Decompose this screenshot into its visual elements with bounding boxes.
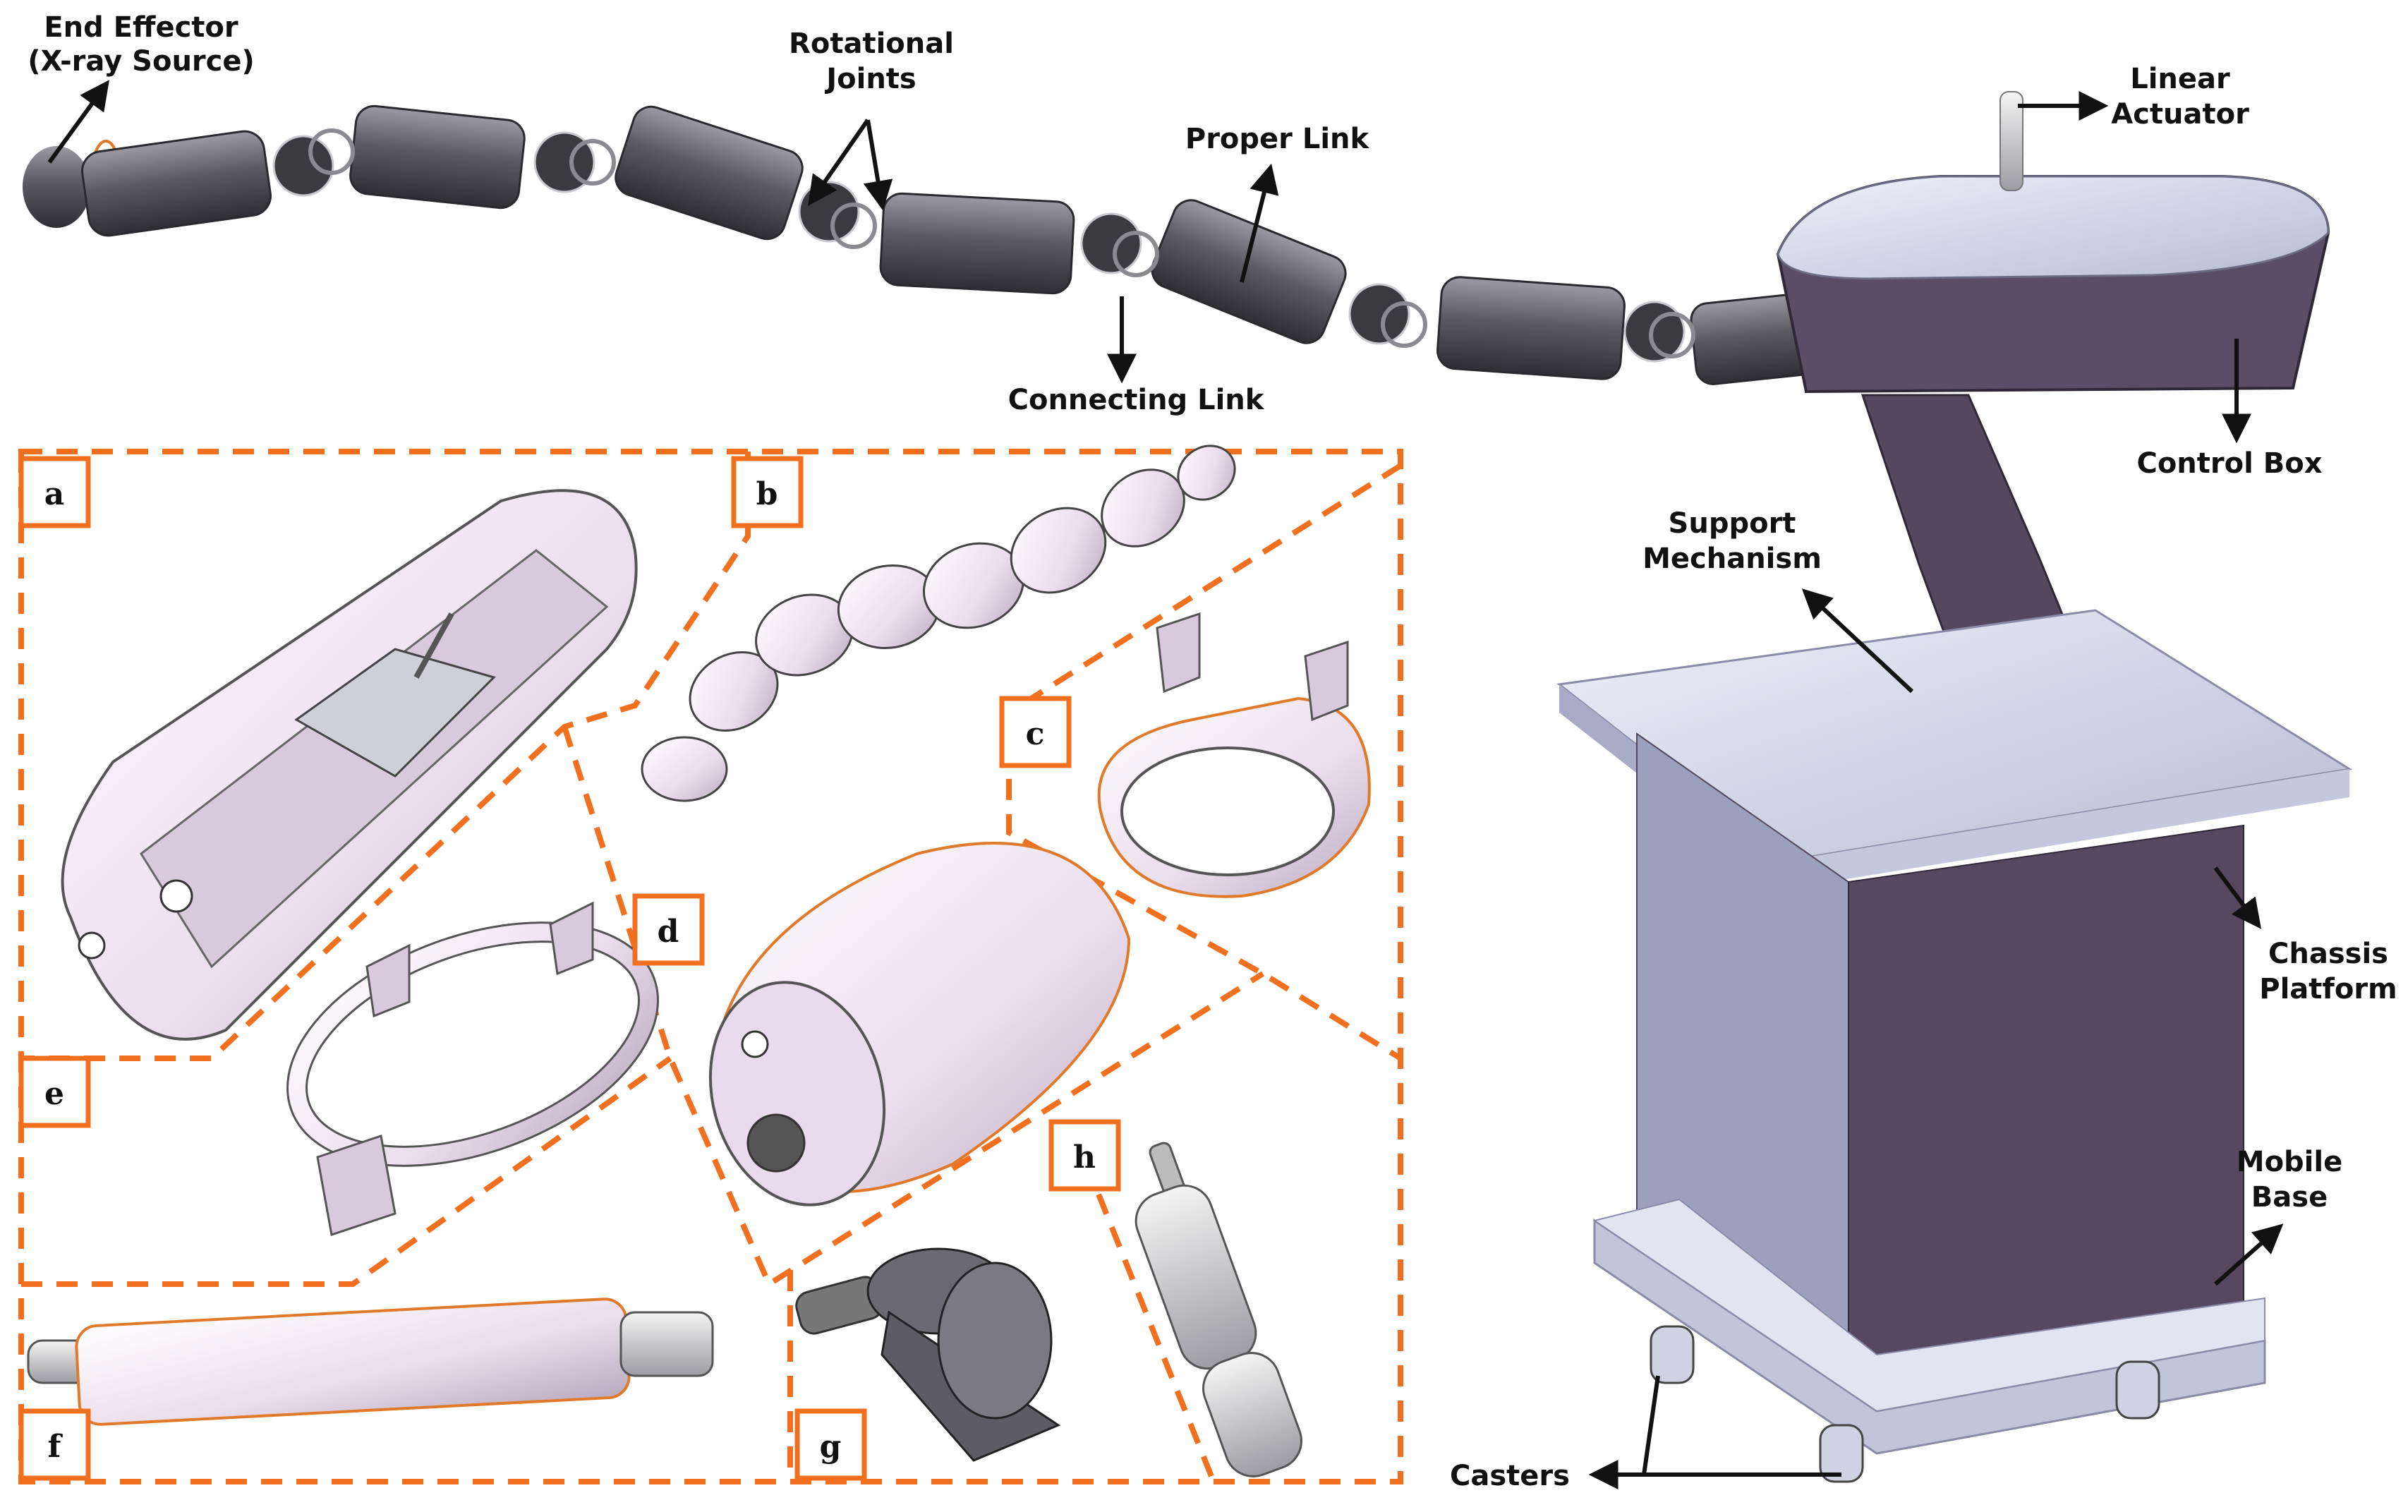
label-joints: Joints: [824, 63, 916, 95]
panel-divider-b-c: [1006, 463, 1403, 1061]
label-platform: Platform: [2259, 973, 2397, 1005]
panel-f-shaft: [27, 1298, 714, 1426]
label-support: Support: [1669, 507, 1796, 540]
label-mobile: Mobile: [2237, 1146, 2342, 1178]
callout-arrows: [47, 80, 2284, 1489]
panel-d-proper-link: [708, 842, 1131, 1206]
panel-tag-c: c: [1026, 716, 1045, 752]
label-actuator: Actuator: [2111, 98, 2249, 131]
chassis-body-right: [1848, 824, 2244, 1363]
linear-actuator-icon: [1999, 91, 2023, 191]
panel-e-bracket-ring: [286, 901, 659, 1236]
label-linear: Linear: [2130, 63, 2230, 95]
panel-h-linear-actuator: [1135, 1142, 1302, 1477]
panel-tags: a b c d e f g h: [18, 456, 1121, 1481]
label-end-effector: End Effector: [44, 11, 238, 44]
panel-tag-b: b: [756, 476, 778, 512]
casters-icon: [1650, 1325, 2160, 1483]
end-effector-cap: [23, 146, 90, 228]
panel-c-connecting-ring: [1097, 612, 1371, 898]
panel-outer-border: [18, 449, 1403, 1484]
bevel-gear-icon: [795, 1247, 1061, 1462]
panel-tag-h: h: [1073, 1139, 1096, 1175]
arm-links: [81, 104, 1859, 385]
control-box-top: [1777, 175, 2330, 280]
panel-b-arm-render: [641, 444, 1236, 802]
label-rotational: Rotational: [789, 28, 954, 60]
label-control-box: Control Box: [2136, 447, 2322, 480]
panel-tag-a: a: [44, 476, 65, 512]
label-proper-link: Proper Link: [1185, 123, 1370, 155]
panel-tag-f: f: [48, 1429, 63, 1465]
callout-labels: End Effector (X-ray Source) Rotational J…: [28, 11, 2397, 1492]
sensor-block: [294, 648, 496, 778]
panel-divider-d: [562, 725, 1265, 1288]
label-connecting-link: Connecting Link: [1008, 384, 1265, 416]
panel-a-end-effector-housing: [61, 489, 638, 1041]
panel-tag-g: g: [820, 1429, 842, 1465]
panel-divider-h: [1070, 1127, 1216, 1483]
snake-robot-arm-icon: [23, 104, 1912, 385]
label-base: Base: [2251, 1181, 2328, 1214]
mobile-cart-icon: [1556, 91, 2353, 1483]
label-casters: Casters: [1450, 1460, 1570, 1492]
label-chassis: Chassis: [2268, 938, 2388, 970]
label-mechanism: Mechanism: [1642, 543, 1822, 575]
panel-divider-e: [21, 1056, 672, 1287]
panel-tag-d: d: [658, 914, 679, 950]
label-x-ray-source: (X-ray Source): [28, 45, 255, 78]
panel-tag-e: e: [44, 1076, 64, 1112]
